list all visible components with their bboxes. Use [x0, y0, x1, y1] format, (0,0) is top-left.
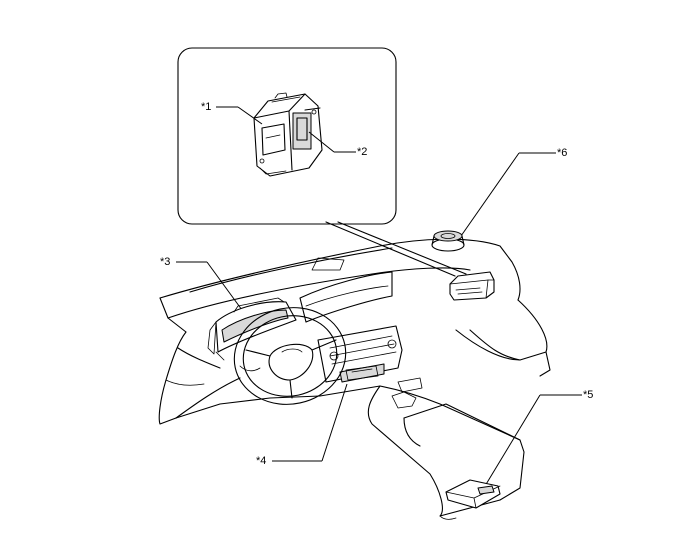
control-module-detail: [253, 92, 323, 177]
console-unit: [445, 479, 501, 509]
dash-sensor-component: [431, 230, 465, 252]
callout-leaders: [176, 106, 582, 487]
callout-1: *1: [201, 101, 212, 113]
callout-6: *6: [557, 147, 568, 159]
center-stack-unit: [345, 365, 379, 381]
inset-detail-frame: [177, 47, 397, 225]
module-on-dash: [449, 271, 495, 301]
callout-4: *4: [256, 455, 267, 467]
callout-5: *5: [583, 389, 594, 401]
combination-meter: [207, 297, 297, 361]
callout-2: *2: [357, 146, 368, 158]
callout-3: *3: [160, 256, 171, 268]
zoom-leader-lines: [325, 221, 467, 277]
steering-wheel: [233, 307, 347, 405]
dashboard-outline: [158, 238, 551, 520]
